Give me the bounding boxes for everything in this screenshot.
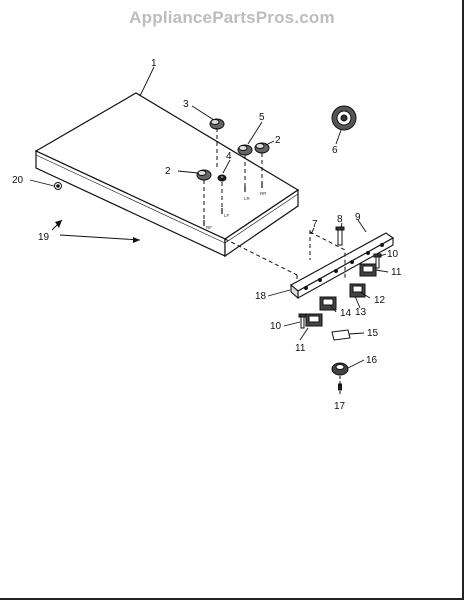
position-marks: RF LF LR RR <box>206 191 267 230</box>
callout-14: 14 <box>340 308 352 319</box>
leader-lines <box>29 66 389 369</box>
callout-19: 19 <box>38 232 50 243</box>
screw-part-17 <box>338 376 342 395</box>
callout-4: 4 <box>226 151 232 162</box>
mark-lf: LF <box>224 213 230 218</box>
callout-11a: 11 <box>391 267 402 278</box>
callout-12: 12 <box>374 295 386 306</box>
callout-7: 7 <box>312 219 318 230</box>
foot-part-11-right <box>359 263 377 277</box>
screw-part-20 <box>54 182 62 190</box>
callout-10a: 10 <box>387 249 399 260</box>
callout-17: 17 <box>334 401 346 412</box>
position-tick-marks <box>203 182 263 226</box>
arrow-heads <box>55 220 140 243</box>
bolt-part-8 <box>335 226 345 246</box>
foot-part-12 <box>349 283 366 298</box>
watermark: AppliancePartsPros.com <box>129 8 335 27</box>
frame-part-7 <box>309 231 346 280</box>
mark-rf: RF <box>206 225 212 230</box>
callout-9: 9 <box>355 212 361 223</box>
callout-13: 13 <box>355 307 367 318</box>
cooktop-top <box>34 92 300 258</box>
frame-edge-bottom <box>0 598 464 600</box>
callout-2a: 2 <box>165 166 171 177</box>
alignment-lines <box>203 128 311 290</box>
clip-part-16 <box>331 362 349 376</box>
mark-rr: RR <box>260 191 267 196</box>
washer-part-4 <box>217 174 227 182</box>
bumper-part-5 <box>237 144 253 156</box>
burner-cap-part-6 <box>331 105 357 131</box>
callout-8: 8 <box>337 214 343 225</box>
bumper-part-2-left <box>196 169 212 181</box>
callout-15: 15 <box>367 328 379 339</box>
bolts <box>298 226 382 329</box>
foot-part-11-left <box>305 313 323 327</box>
plate-part-15 <box>331 329 351 341</box>
callout-10b: 10 <box>270 321 282 332</box>
callout-20: 20 <box>12 175 24 186</box>
callout-16: 16 <box>366 355 378 366</box>
callout-labels: 1 2 2 3 4 5 6 7 8 9 10 10 11 11 12 13 14… <box>12 58 402 412</box>
callout-2b: 2 <box>275 135 281 146</box>
callout-5: 5 <box>259 112 265 123</box>
bumper-part-3 <box>209 118 225 130</box>
callout-11b: 11 <box>295 343 306 354</box>
callout-6: 6 <box>332 145 338 156</box>
mark-lr: LR <box>244 196 251 201</box>
frame-edge-right <box>462 0 464 600</box>
callout-3: 3 <box>183 99 189 110</box>
bolt-part-10-left <box>298 313 307 329</box>
foot-part-14 <box>319 296 337 311</box>
callout-1: 1 <box>151 58 157 69</box>
callout-18: 18 <box>255 291 267 302</box>
